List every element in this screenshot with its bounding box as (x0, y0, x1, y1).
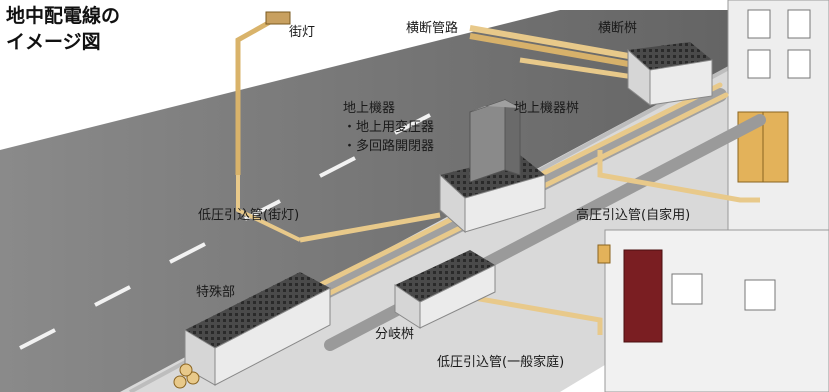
title-line-2: イメージ図 (6, 30, 101, 53)
label-branch-box: 分岐桝 (375, 327, 415, 342)
house-door (623, 249, 663, 343)
streetlight (235, 11, 301, 242)
label-lv-lead-household: 低圧引込管(一般家庭) (437, 355, 565, 370)
label-cross-box: 横断桝 (598, 21, 638, 36)
cross-box (627, 42, 713, 107)
label-ground-equipment-box: 地上機器桝 (514, 101, 580, 116)
ground-equipment-cabinet (469, 99, 521, 183)
lane-markings (19, 113, 431, 350)
label-special-section: 特殊部 (196, 285, 236, 300)
road (0, 10, 829, 392)
label-ground-equipment: 地上機器 ・地上用変圧器 ・多回路開閉器 (343, 100, 434, 157)
ground-equipment-box (439, 99, 546, 234)
apartment-building (727, 0, 829, 241)
lead-in-pipes (299, 150, 760, 335)
branch-box (394, 250, 496, 329)
label-cross-conduit: 横断管路 (406, 21, 459, 36)
label-hv-lead-private: 高圧引込管(自家用) (576, 208, 691, 223)
house-meter-box (597, 244, 611, 264)
label-streetlight: 街灯 (289, 25, 316, 40)
label-ground-equipment-title: 地上機器 (343, 101, 396, 116)
title-line-1: 地中配電線の (6, 5, 121, 27)
special-section (173, 272, 331, 389)
label-lv-lead-streetlight: 低圧引込管(街灯) (198, 208, 300, 223)
cross-conduit (469, 25, 641, 81)
house (597, 229, 829, 392)
label-ground-equipment-item-2: ・多回路開閉器 (343, 138, 435, 154)
label-ground-equipment-item-1: ・地上用変圧器 (343, 119, 435, 135)
diagram-title: 地中配電線の イメージ図 (6, 4, 120, 55)
